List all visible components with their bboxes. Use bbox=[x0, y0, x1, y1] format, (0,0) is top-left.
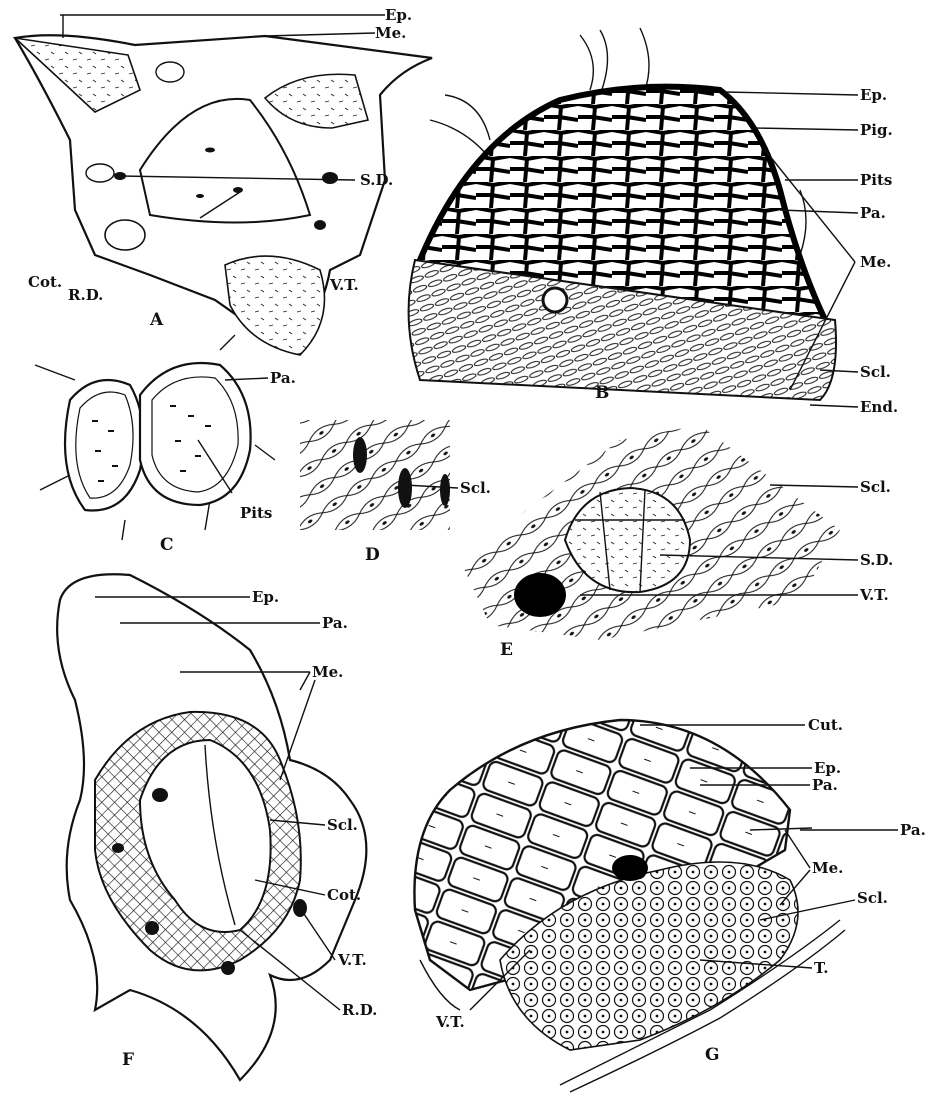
panel-e-sd-label: S.D. bbox=[860, 551, 893, 569]
panel-b-end-label: End. bbox=[860, 398, 898, 416]
panel-c-pits-label: Pits bbox=[240, 504, 272, 522]
panel-a-rd-label: R.D. bbox=[68, 286, 103, 304]
panel-g-scl-label: Scl. bbox=[857, 889, 888, 907]
panel-f-cot-label: Cot. bbox=[327, 886, 361, 904]
panel-a-vt-label: V.T. bbox=[329, 276, 359, 294]
panel-c-letter: C bbox=[160, 535, 174, 555]
panel-a-ep-label: Ep. bbox=[385, 6, 412, 24]
panel-f-pa-label: Pa. bbox=[322, 614, 348, 632]
panel-e-scl-label: Scl. bbox=[860, 478, 891, 496]
panel-e-letter: E bbox=[500, 640, 513, 660]
panel-b-me-label: Me. bbox=[860, 253, 891, 271]
panel-g-cut-label: Cut. bbox=[808, 716, 843, 734]
panel-g-t-label: T. bbox=[814, 959, 828, 977]
panel-a-letter: A bbox=[149, 310, 164, 330]
panel-g-me-label: Me. bbox=[812, 859, 843, 877]
panel-g-ep-label: Ep. bbox=[814, 759, 841, 777]
panel-f-ep-label: Ep. bbox=[252, 588, 279, 606]
panel-f-rd-label: R.D. bbox=[342, 1001, 377, 1019]
panel-a-sd-label: S.D. bbox=[360, 171, 393, 189]
panel-b-mesocarp-section: Ep. Pig. Pits Pa. Me. Scl. End. B bbox=[409, 28, 898, 416]
panel-c-parenchyma-cells: Pa. Pits C bbox=[35, 335, 296, 555]
panel-b-pig-label: Pig. bbox=[860, 121, 893, 139]
panel-f-scl-label: Scl. bbox=[327, 816, 358, 834]
panel-f-letter: F bbox=[122, 1050, 134, 1070]
panel-g-letter: G bbox=[705, 1045, 720, 1065]
panel-d-scl-label: Scl. bbox=[460, 479, 491, 497]
panel-b-ep-label: Ep. bbox=[860, 86, 887, 104]
panel-g-pa2-label: Pa. bbox=[900, 821, 926, 839]
panel-f-me-label: Me. bbox=[312, 663, 343, 681]
panel-g-pa1-label: Pa. bbox=[812, 776, 838, 794]
panel-f-vt-label: V.T. bbox=[337, 951, 367, 969]
panel-b-letter: B bbox=[595, 383, 609, 403]
panel-d-letter: D bbox=[365, 545, 380, 565]
panel-g-tissue-section: Cut. Ep. Pa. Pa. Me. Scl. V.T. T. G bbox=[414, 716, 925, 1092]
panel-d-sclereids: Scl. D bbox=[300, 420, 491, 565]
panel-e-vascular-bundle: Scl. S.D. V.T. E bbox=[460, 425, 893, 660]
panel-b-scl-label: Scl. bbox=[860, 363, 891, 381]
panel-c-pa-label: Pa. bbox=[270, 369, 296, 387]
panel-f-fruit-section: Ep. Pa. Me. Scl. Cot. V.T. R.D. F bbox=[57, 574, 377, 1080]
panel-e-vt-label: V.T. bbox=[859, 586, 889, 604]
panel-a-cot-label: Cot. bbox=[28, 273, 62, 291]
panel-g-vt-label: V.T. bbox=[435, 1013, 465, 1031]
panel-b-pa-label: Pa. bbox=[860, 204, 886, 222]
panel-a-me-label: Me. bbox=[375, 24, 406, 42]
panel-a-fruit-section: Ep. Me. S.D. Cot. R.D. V.T. A bbox=[15, 6, 432, 355]
panel-b-pits-label: Pits bbox=[860, 171, 892, 189]
